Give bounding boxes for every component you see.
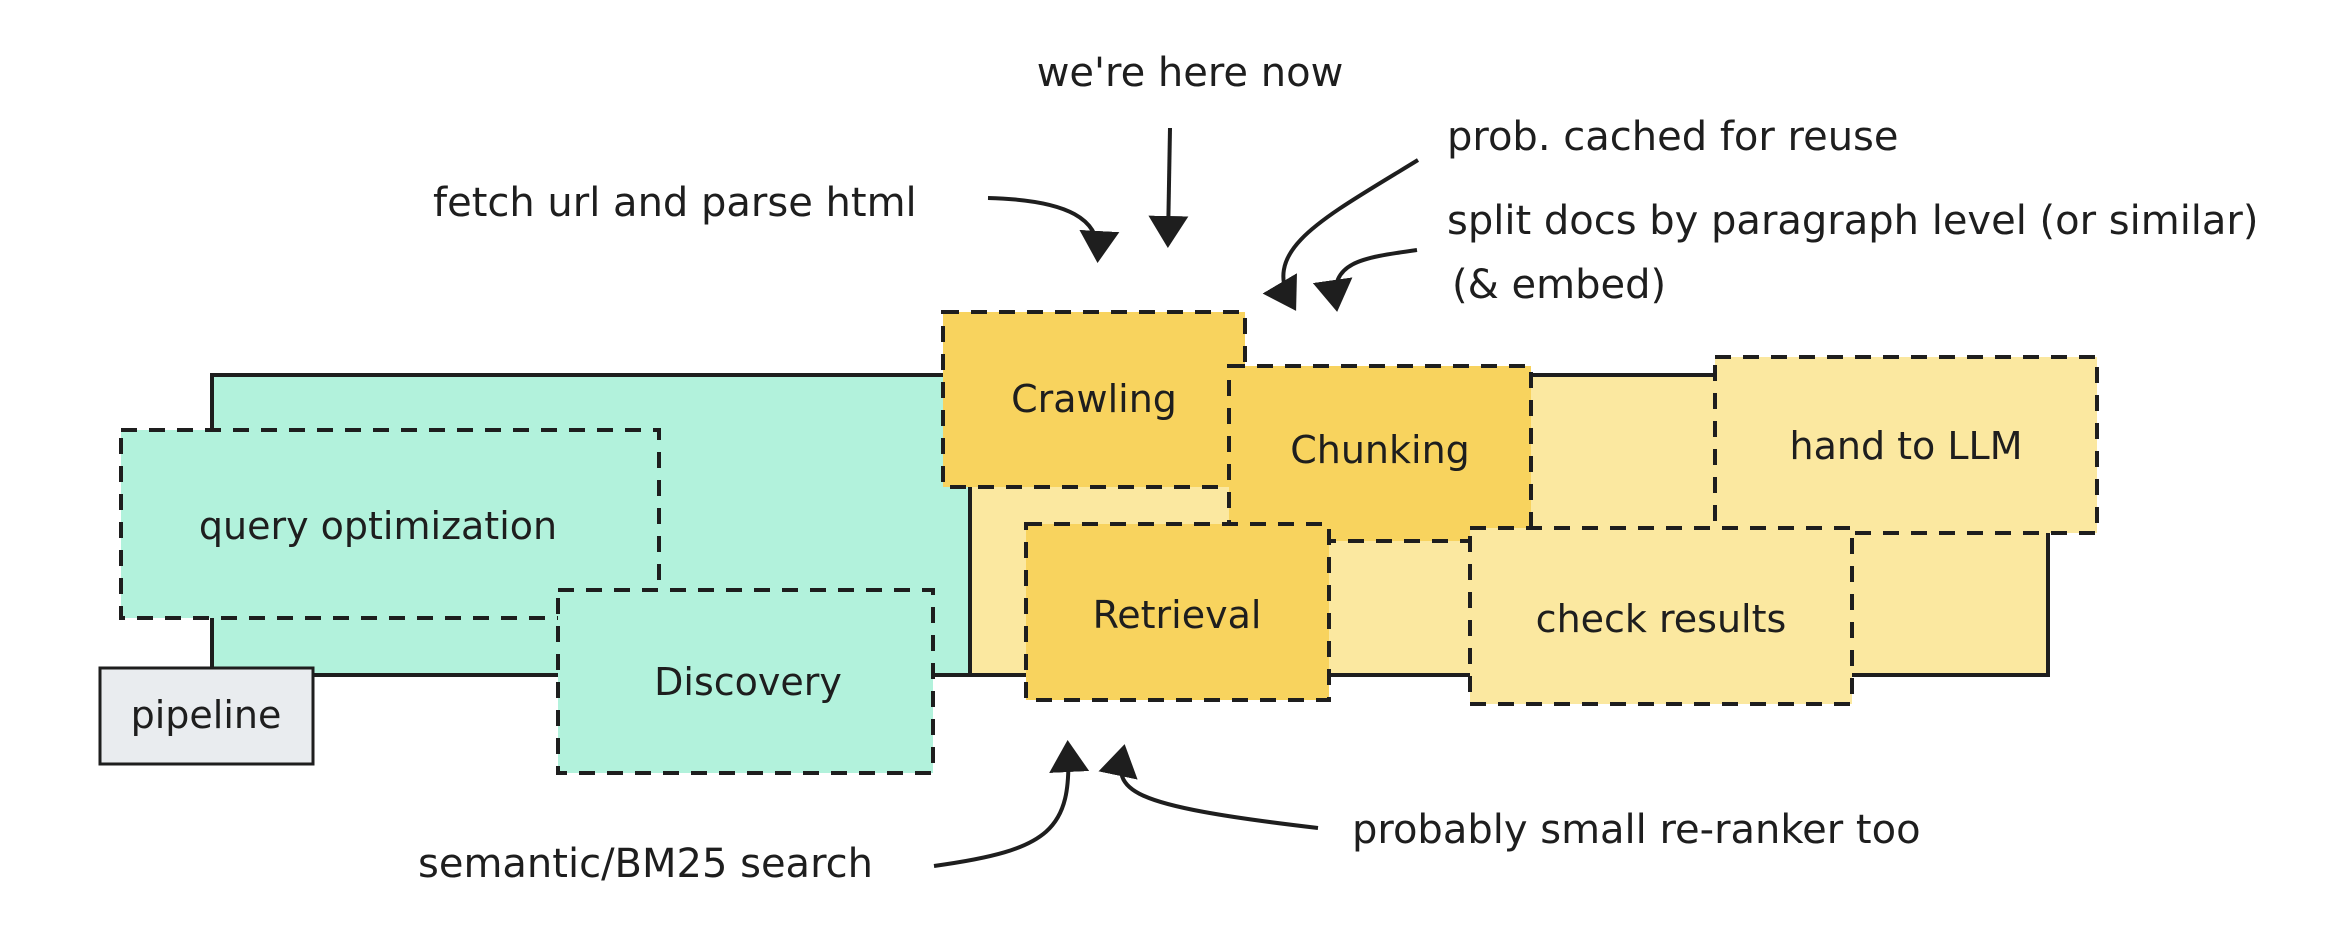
stage-hand-to-llm-label: hand to LLM bbox=[1789, 424, 2022, 468]
stage-discovery bbox=[556, 588, 935, 775]
stage-crawling-label: Crawling bbox=[1011, 377, 1177, 421]
annotation-split-docs-line2: (& embed) bbox=[1452, 262, 1666, 308]
pipeline-tag bbox=[98, 666, 315, 766]
curved-arrow-icon bbox=[933, 740, 1090, 868]
annotation-cached: prob. cached for reuse bbox=[1447, 114, 1899, 160]
stage-hand-to-llm bbox=[1713, 355, 2099, 535]
stage-retrieval-label: Retrieval bbox=[1093, 593, 1262, 637]
stage-check-results bbox=[1468, 526, 1854, 706]
stage-retrieval bbox=[1024, 522, 1331, 702]
annotation-fetch-url: fetch url and parse html bbox=[433, 180, 917, 226]
stage-query-optimization bbox=[119, 428, 661, 620]
stage-query-optimization-label: query optimization bbox=[199, 504, 557, 548]
curved-arrow-icon bbox=[1312, 248, 1418, 312]
pipeline-label: pipeline bbox=[131, 693, 282, 737]
arrow-down-icon bbox=[1148, 127, 1189, 248]
annotation-semantic-search: semantic/BM25 search bbox=[418, 841, 873, 887]
curved-arrow-icon bbox=[1098, 744, 1319, 830]
stage-crawling bbox=[941, 310, 1247, 489]
annotation-were-here-now: we're here now bbox=[1037, 50, 1344, 96]
annotation-split-docs-line1: split docs by paragraph level (or simila… bbox=[1447, 198, 2258, 244]
curved-arrow-icon bbox=[1262, 158, 1420, 311]
annotation-reranker: probably small re-ranker too bbox=[1352, 807, 1921, 853]
curved-arrow-icon bbox=[987, 196, 1120, 263]
stage-check-results-label: check results bbox=[1536, 597, 1787, 641]
stage-discovery-label: Discovery bbox=[654, 660, 842, 704]
stage-chunking bbox=[1227, 364, 1533, 543]
stage-chunking-label: Chunking bbox=[1290, 428, 1470, 472]
